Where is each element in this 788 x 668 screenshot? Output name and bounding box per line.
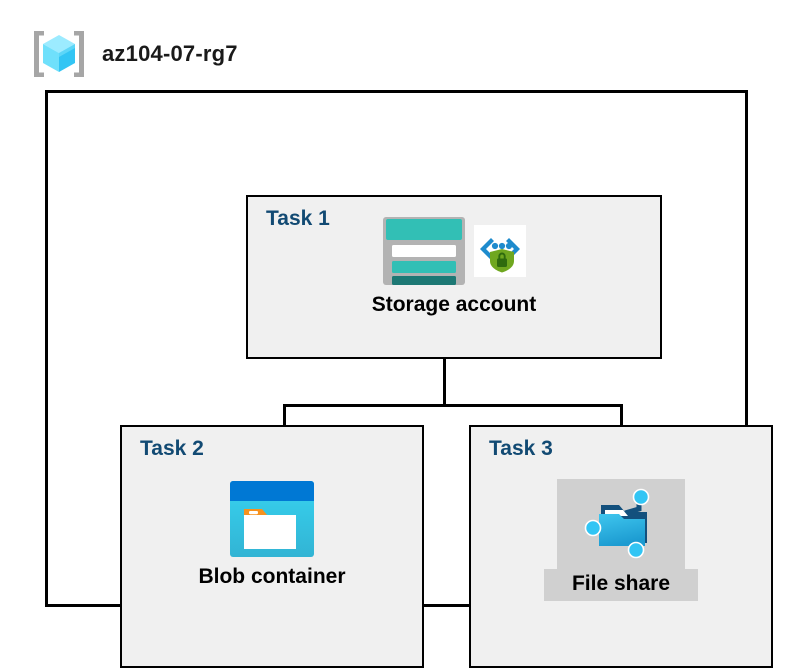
resource-group-header: az104-07-rg7: [30, 24, 238, 84]
storage-account-node[interactable]: Storage account: [248, 215, 660, 317]
file-share-caption: File share: [543, 569, 699, 601]
resource-group-title: az104-07-rg7: [102, 41, 238, 66]
resource-group-container: Task 1: [45, 90, 773, 668]
blob-container-node[interactable]: Blob container: [122, 479, 422, 589]
storage-account-icon-row: [382, 215, 526, 287]
file-share-icon-row: [557, 479, 685, 569]
task-1-label: Task 1: [266, 207, 330, 230]
file-share-icon: [579, 483, 663, 563]
task-3-label: Task 3: [489, 437, 553, 460]
task-3-box: Task 3: [469, 425, 773, 668]
connector-storage-trunk: [443, 359, 446, 406]
blob-container-caption: Blob container: [198, 565, 346, 588]
storage-account-caption: Storage account: [371, 293, 537, 316]
azure-resource-group-icon: [30, 26, 88, 82]
blob-container-icon-row: [228, 479, 316, 559]
file-share-node[interactable]: File share: [471, 479, 771, 601]
secure-endpoint-shield-icon: [474, 225, 526, 277]
task-2-box: Task 2: [120, 425, 424, 668]
task-1-box: Task 1: [246, 195, 662, 359]
storage-account-icon: [382, 215, 466, 287]
task-2-label: Task 2: [140, 437, 204, 460]
blob-container-icon: [228, 479, 316, 559]
connector-horizontal-bar: [283, 404, 623, 407]
